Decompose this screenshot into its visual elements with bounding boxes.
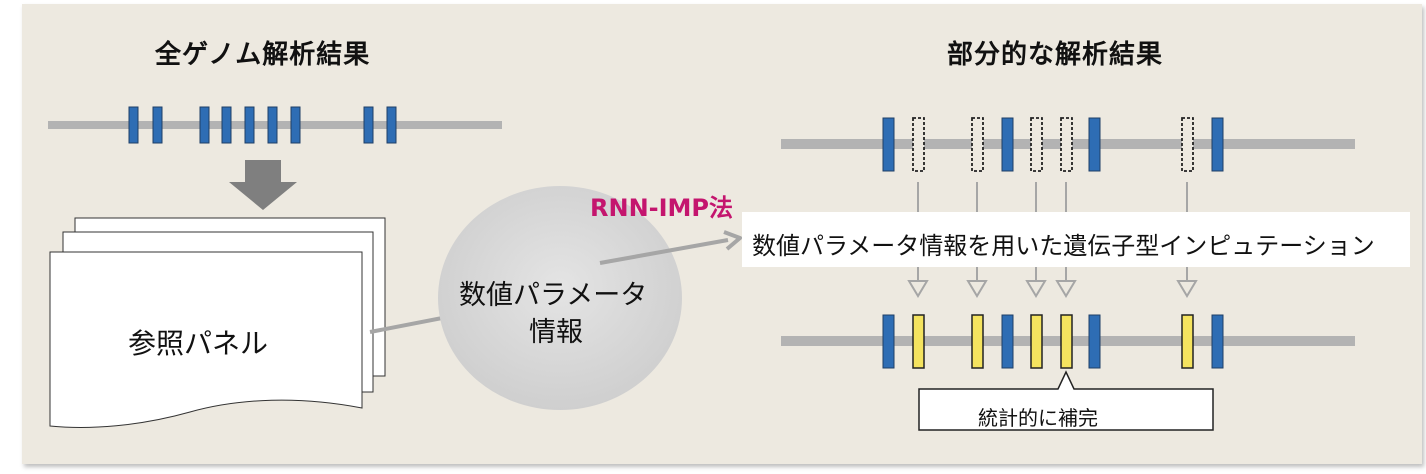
imputed-marker [912, 314, 925, 369]
missing-marker [1060, 117, 1073, 172]
full-genome-track [48, 106, 502, 144]
method-label: RNN-IMP法 [590, 194, 734, 222]
numeric-param-label-line2: 情報 [529, 317, 583, 348]
missing-marker [971, 117, 984, 172]
partial-genome-track [781, 117, 1355, 172]
observed-marker [882, 314, 895, 369]
observed-marker [128, 106, 139, 144]
observed-marker [1001, 117, 1014, 172]
imputed-marker [1030, 314, 1043, 369]
observed-marker [386, 106, 397, 144]
numeric-parameter-ellipse [438, 186, 682, 410]
observed-marker [290, 106, 301, 144]
down-arrow-icon [229, 160, 297, 210]
partial-result-title: 部分的な解析結果 [947, 40, 1164, 70]
observed-marker [1088, 314, 1101, 369]
stat-complement-label: 統計的に補完 [978, 406, 1098, 430]
missing-marker [912, 117, 925, 172]
observed-marker [1088, 117, 1101, 172]
param-to-imputation-arrow [599, 230, 742, 265]
imputed-marker [1060, 314, 1073, 369]
observed-marker [1001, 314, 1014, 369]
missing-marker [1030, 117, 1043, 172]
imputation-label: 数値パラメータ情報を用いた遺伝子型インピュテーション [752, 232, 1375, 260]
connector-lines-top [917, 182, 1188, 212]
observed-marker [221, 106, 232, 144]
full-genome-title: 全ゲノム解析結果 [155, 40, 371, 70]
imputed-genome-track [781, 314, 1355, 369]
connector-arrows-bottom [907, 267, 1198, 298]
imputed-marker [1181, 314, 1194, 369]
observed-marker [199, 106, 210, 144]
missing-marker [1181, 117, 1194, 172]
stat-complement-callout [918, 370, 1214, 431]
observed-marker [363, 106, 374, 144]
reference-panel-stack [49, 217, 386, 428]
imputed-marker [971, 314, 984, 369]
observed-marker [267, 106, 278, 144]
observed-marker [152, 106, 163, 144]
observed-marker [1211, 117, 1224, 172]
numeric-param-label-line1: 数値パラメータ [459, 280, 648, 311]
reference-panel-label: 参照パネル [128, 327, 269, 360]
observed-marker [882, 117, 895, 172]
observed-marker [244, 106, 255, 144]
imputation-label-box [742, 212, 1410, 267]
observed-marker [1211, 314, 1224, 369]
reference-panel-document [49, 251, 363, 428]
